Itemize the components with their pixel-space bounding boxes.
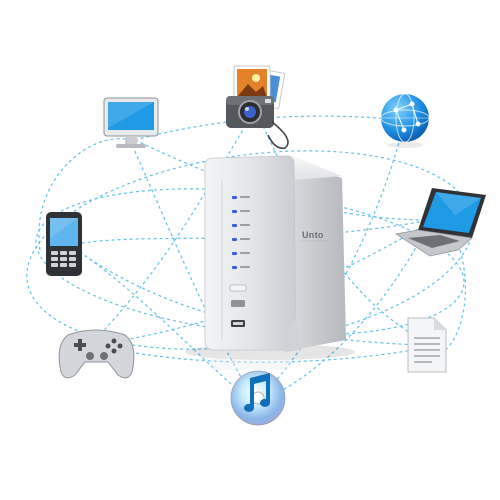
brand-label: Unto xyxy=(302,230,324,240)
